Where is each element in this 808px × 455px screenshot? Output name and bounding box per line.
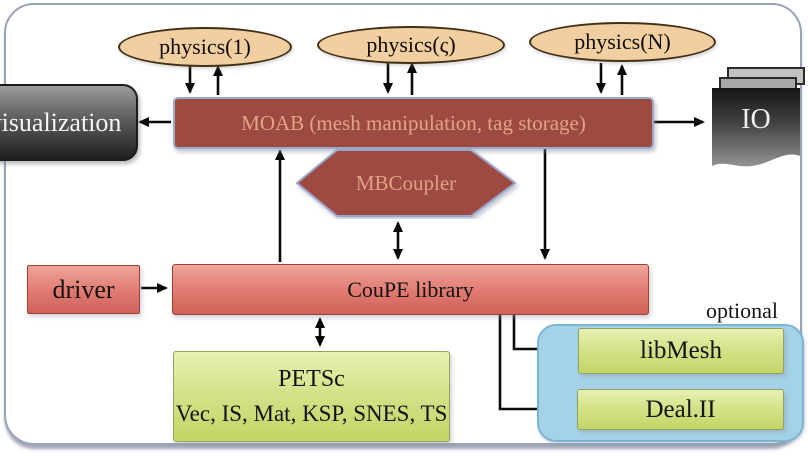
- node-mbcoupler: MBCoupler: [291, 147, 521, 219]
- dealii-label: Deal.II: [645, 395, 716, 423]
- io-document-icon: [712, 67, 805, 167]
- physics-sigma-label: physics(ς): [366, 32, 456, 57]
- node-moab: MOAB (mesh manipulation, tag storage): [173, 97, 654, 149]
- petsc-title: PETSc: [278, 366, 345, 393]
- driver-label: driver: [52, 274, 115, 304]
- optional-label: optional: [705, 298, 779, 323]
- coupe-library-label: CouPE library: [347, 276, 474, 302]
- node-physics-n: physics(N): [529, 22, 716, 62]
- node-petsc: PETSc Vec, IS, Mat, KSP, SNES, TS: [173, 351, 450, 442]
- mbcoupler-label: MBCoupler: [355, 170, 457, 195]
- physics-1-label: physics(1): [159, 34, 251, 59]
- node-coupe-library: CouPE library: [172, 264, 649, 315]
- node-visualization: visualization: [0, 84, 138, 161]
- io-label: IO: [741, 104, 771, 135]
- visualization-label: visualization: [0, 107, 122, 137]
- node-physics-1: physics(1): [118, 27, 292, 67]
- node-dealii: Deal.II: [577, 389, 784, 430]
- node-physics-sigma: physics(ς): [317, 26, 505, 64]
- moab-label: MOAB (mesh manipulation, tag storage): [241, 110, 586, 135]
- node-driver: driver: [27, 265, 140, 314]
- libmesh-label: libMesh: [640, 337, 722, 364]
- mbcoupler-hexagon-shape: [295, 149, 517, 217]
- node-libmesh: libMesh: [578, 328, 784, 374]
- physics-n-label: physics(N): [574, 29, 671, 54]
- petsc-components: Vec, IS, Mat, KSP, SNES, TS: [175, 401, 448, 427]
